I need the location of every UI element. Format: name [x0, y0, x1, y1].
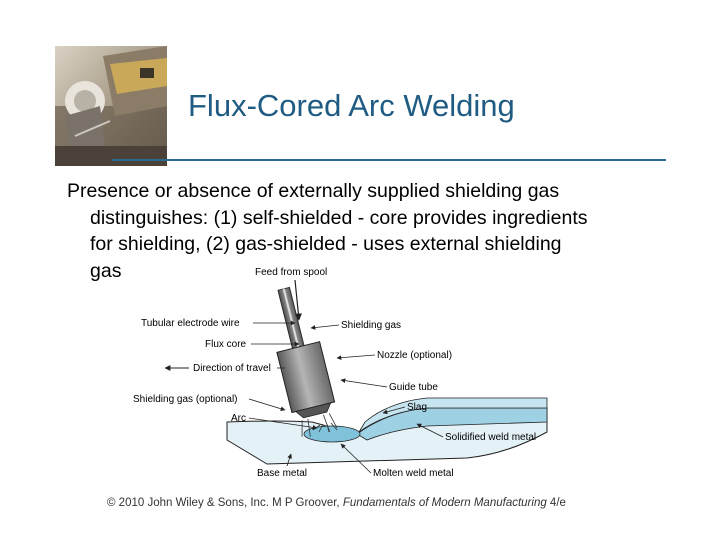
label-nozzle-optional: Nozzle (optional) [377, 350, 452, 361]
footer-prefix: © 2010 John Wiley & Sons, Inc. M P Groov… [107, 497, 343, 509]
body-line-3: for shielding, (2) gas‑shielded ‑ uses e… [67, 231, 707, 258]
footer-edition: 4/e [547, 497, 566, 509]
slide-title: Flux-Cored Arc Welding [188, 88, 515, 124]
label-arc: Arc [231, 413, 246, 424]
fcaw-diagram: Feed from spool Tubular electrode wire F… [127, 262, 577, 480]
title-divider [112, 159, 666, 161]
label-molten-weld-metal: Molten weld metal [373, 468, 454, 479]
label-guide-tube: Guide tube [389, 382, 438, 393]
body-line-1: Presence or absence of externally suppli… [67, 178, 707, 205]
molten-weld-metal [304, 426, 360, 442]
footer-book-title: Fundamentals of Modern Manufacturing [343, 497, 547, 509]
label-base-metal: Base metal [257, 468, 307, 479]
label-slag: Slag [407, 402, 427, 413]
label-direction-of-travel: Direction of travel [193, 363, 271, 374]
label-tubular-electrode-wire: Tubular electrode wire [141, 318, 240, 329]
label-shielding-gas: Shielding gas [341, 320, 401, 331]
nozzle [277, 342, 335, 413]
label-feed-from-spool: Feed from spool [255, 267, 327, 278]
label-flux-core: Flux core [205, 339, 247, 350]
welding-photo [55, 46, 167, 166]
body-line-2: distinguishes: (1) self‑shielded ‑ core … [67, 205, 707, 232]
label-shielding-gas-optional: Shielding gas (optional) [133, 394, 238, 405]
footer-citation: © 2010 John Wiley & Sons, Inc. M P Groov… [107, 497, 566, 509]
label-solidified-weld-metal: Solidified weld metal [445, 432, 536, 443]
